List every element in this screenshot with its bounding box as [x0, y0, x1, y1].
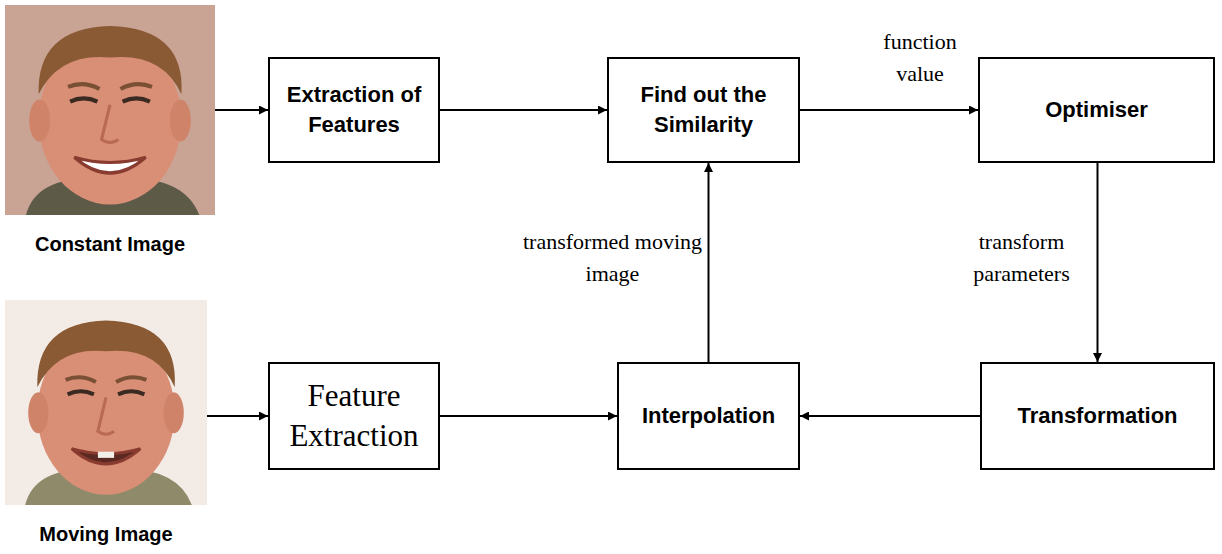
flow-arrow: [800, 415, 980, 417]
face-photo: [5, 5, 215, 215]
box-label: Optimiser: [1045, 95, 1148, 125]
flow-arrow: [708, 163, 710, 362]
flow-arrow: [800, 109, 978, 111]
edge-label: transformed moving image: [521, 226, 705, 290]
box-label: Feature Extraction: [280, 376, 428, 457]
image-caption: Moving Image: [5, 523, 207, 546]
image-block: Moving Image: [5, 300, 207, 546]
image-block: Constant Image: [5, 5, 215, 256]
process-box: Feature Extraction: [268, 362, 440, 470]
box-label: Interpolation: [642, 401, 775, 431]
process-box: Find out the Similarity: [607, 57, 800, 163]
flow-arrow: [215, 109, 268, 111]
flow-arrow: [207, 415, 268, 417]
edge-label: transform parameters: [950, 226, 1094, 290]
box-label: Transformation: [1017, 401, 1177, 431]
flow-arrow: [1097, 163, 1099, 362]
image-caption: Constant Image: [5, 233, 215, 256]
face-photo: [5, 300, 207, 505]
process-box: Interpolation: [617, 362, 800, 470]
flow-arrow: [440, 109, 607, 111]
process-box: Transformation: [980, 362, 1215, 470]
process-box: Extraction of Features: [268, 57, 440, 163]
flow-arrow: [440, 415, 617, 417]
box-label: Find out the Similarity: [619, 80, 788, 139]
edge-label: function value: [863, 26, 977, 90]
process-box: Optimiser: [978, 57, 1215, 163]
box-label: Extraction of Features: [280, 80, 428, 139]
